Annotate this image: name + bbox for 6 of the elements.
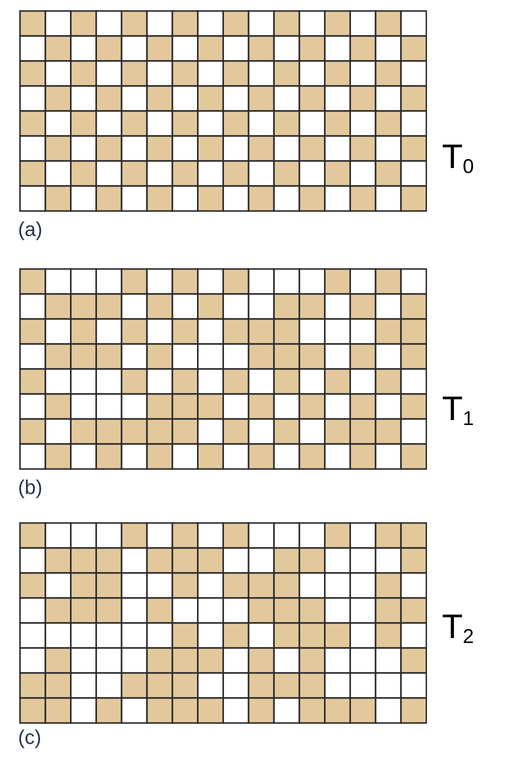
panel-label: (a) <box>18 220 42 240</box>
time-step-label: T$_{0}$ <box>442 140 474 174</box>
time-step-label: T$_{1}$ <box>442 392 474 426</box>
panel-label: (b) <box>18 478 42 498</box>
panel-label: (c) <box>18 728 42 748</box>
time-step-label: T$_{2}$ <box>442 610 474 644</box>
